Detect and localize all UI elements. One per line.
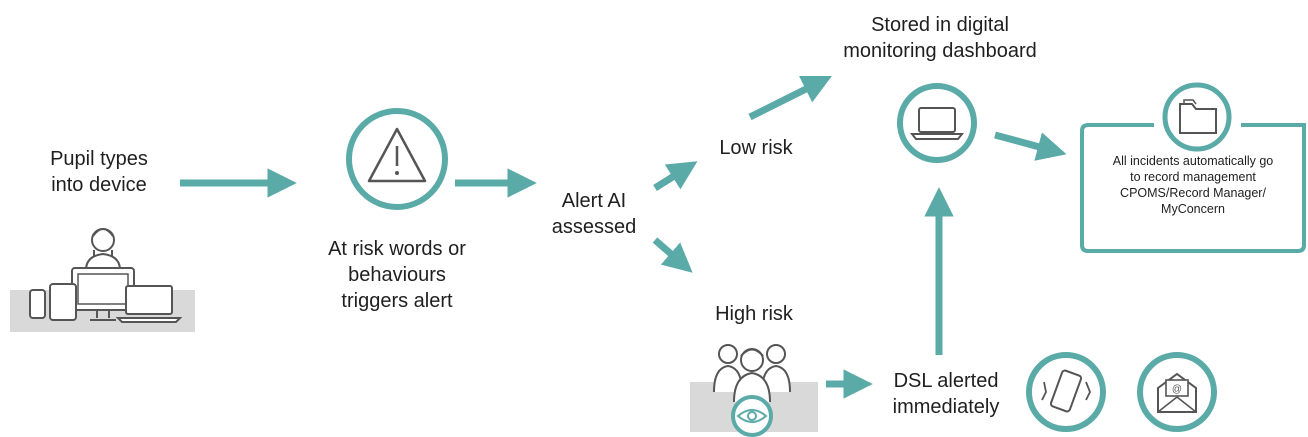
arrow-assessed-to-low	[653, 161, 698, 191]
group-eye-icon	[690, 344, 818, 437]
records-label-line-2: to record management	[1130, 170, 1256, 184]
trigger-label-line-2: behaviours	[348, 264, 446, 286]
arrow-assessed-to-high	[652, 237, 693, 273]
arrow-low-to-stored	[748, 76, 832, 121]
svg-text:@: @	[1172, 384, 1182, 395]
pupil-devices-icon	[10, 228, 195, 332]
low-risk-label: Low risk	[696, 135, 816, 161]
records-label-line-4: MyConcern	[1161, 202, 1225, 216]
records-box	[1080, 123, 1306, 253]
records-label-line-1: All incidents automatically go	[1112, 154, 1274, 168]
dsl-label: DSL alerted immediately	[876, 368, 1016, 420]
warning-triangle-icon	[346, 108, 448, 210]
assessed-label-line-2: assessed	[551, 216, 637, 238]
flow-arrows	[180, 76, 1067, 399]
dsl-label-line-2: immediately	[892, 396, 1000, 418]
arrow-dashboard-to-records	[994, 131, 1067, 161]
trigger-label: At risk words or behaviours triggers ale…	[297, 236, 497, 314]
assessed-label: Alert AI assessed	[538, 188, 650, 240]
pupil-label: Pupil types into device	[14, 146, 184, 198]
high-risk-label: High risk	[694, 301, 814, 327]
low-risk-text: Low risk	[719, 137, 793, 159]
folder-icon	[1162, 82, 1232, 152]
records-label-line-3: CPOMS/Record Manager/	[1120, 186, 1266, 200]
trigger-label-line-3: triggers alert	[341, 290, 453, 312]
high-risk-text: High risk	[715, 303, 793, 325]
dsl-label-line-1: DSL alerted	[893, 370, 999, 392]
stored-label: Stored in digital monitoring dashboard	[840, 12, 1040, 64]
trigger-label-line-1: At risk words or	[328, 238, 466, 260]
vibrating-phone-icon	[1026, 352, 1106, 432]
pupil-label-line-1: Pupil types	[50, 148, 148, 170]
stored-label-line-1: Stored in digital	[871, 14, 1009, 36]
pupil-label-line-2: into device	[51, 174, 147, 196]
assessed-label-line-1: Alert AI	[561, 190, 627, 212]
laptop-icon	[897, 83, 977, 163]
stored-label-line-2: monitoring dashboard	[843, 40, 1037, 62]
records-label: All incidents automatically go to record…	[1086, 153, 1300, 217]
email-icon: @	[1137, 352, 1217, 432]
